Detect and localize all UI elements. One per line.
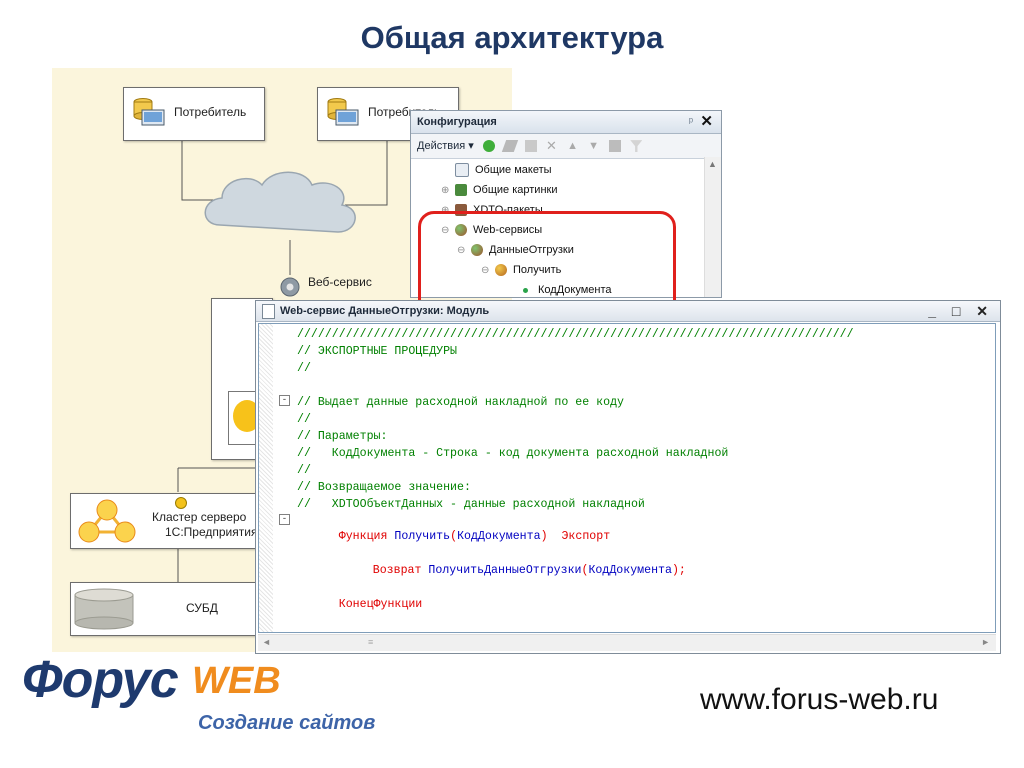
- code-line: // Параметры:: [297, 430, 388, 443]
- document-icon: [262, 304, 275, 319]
- tree-item-common-layouts[interactable]: Общие макеты: [441, 160, 552, 180]
- database-icon: [74, 588, 134, 630]
- filter-icon[interactable]: [630, 140, 643, 153]
- gear-icon: [280, 277, 300, 297]
- code-line: // XDTOОбъектДанных - данные расходной н…: [297, 498, 645, 511]
- horizontal-scrollbar[interactable]: ◄ ≡ ►: [258, 634, 996, 651]
- logo-forus: Форус: [22, 651, 179, 709]
- code-line: // ЭКСПОРТНЫЕ ПРОЦЕДУРЫ: [297, 345, 458, 358]
- editor-gutter: [259, 324, 273, 632]
- cluster-box: Кластер серверо 1С:Предприятия: [70, 493, 272, 549]
- module-window: Web-сервис ДанныеОтгрузки: Модуль _ □ ✕ …: [255, 300, 1001, 654]
- layout-icon: [455, 163, 469, 178]
- code-line: // КодДокумента - Строка - код документа…: [297, 447, 729, 460]
- code-line: // Возвращаемое значение:: [297, 481, 471, 494]
- add-icon[interactable]: [482, 140, 495, 153]
- code-editor[interactable]: ////////////////////////////////////////…: [258, 323, 996, 633]
- consumer-box-1: Потребитель: [123, 87, 265, 141]
- collapse-icon[interactable]: ⊖: [457, 245, 466, 256]
- configuration-toolbar: Действия ▾ ✕ ▲ ▼: [411, 134, 721, 159]
- configuration-title: Конфигурация: [417, 116, 497, 128]
- code-line: ////////////////////////////////////////…: [297, 328, 854, 341]
- scroll-left-icon[interactable]: ◄: [262, 637, 271, 647]
- expand-icon[interactable]: ⊕: [441, 205, 450, 216]
- consumer-label-1: Потребитель: [174, 105, 247, 119]
- delete-icon[interactable]: ✕: [546, 138, 557, 154]
- slide-title: Общая архитектура: [360, 20, 664, 55]
- 1c-cluster-icon: [78, 499, 136, 543]
- dbms-box: СУБД: [70, 582, 272, 636]
- picture-icon: [455, 184, 467, 197]
- fold-toggle[interactable]: -: [279, 514, 290, 525]
- pin-icon[interactable]: ᵖ: [688, 116, 693, 128]
- configuration-panel-titlebar: Конфигурация ᵖ ✕: [411, 111, 721, 134]
- web-service-icon: [455, 224, 467, 237]
- copy-icon[interactable]: [524, 140, 537, 153]
- code-line-end: КонецФункции: [338, 598, 423, 611]
- operation-icon: [495, 264, 507, 277]
- expand-icon[interactable]: ⊕: [441, 185, 450, 196]
- scroll-right-icon[interactable]: ►: [981, 637, 990, 647]
- sort-icon[interactable]: [609, 140, 622, 153]
- cluster-label-line1: Кластер серверо: [152, 510, 247, 524]
- tree-item-web-services[interactable]: ⊖Web-сервисы: [441, 220, 542, 240]
- code-line: //: [297, 362, 311, 375]
- configuration-scrollbar[interactable]: ▲: [704, 157, 721, 297]
- tree-item-document-code[interactable]: КодДокумента: [509, 280, 612, 300]
- play-icon: [175, 497, 187, 509]
- database-computer-icon: [327, 98, 359, 126]
- window-buttons[interactable]: _ □ ✕: [928, 303, 994, 319]
- cluster-label-line2: 1С:Предприятия: [165, 525, 258, 539]
- move-down-icon[interactable]: ▼: [588, 140, 600, 153]
- tree-item-common-pictures[interactable]: ⊕Общие картинки: [441, 180, 558, 200]
- collapse-icon[interactable]: ⊖: [441, 225, 450, 236]
- database-computer-icon: [133, 98, 165, 126]
- tree-item-shipment-data[interactable]: ⊖ДанныеОтгрузки: [457, 240, 574, 260]
- module-window-titlebar: Web-сервис ДанныеОтгрузки: Модуль _ □ ✕: [256, 301, 1000, 322]
- collapse-icon[interactable]: ⊖: [481, 265, 490, 276]
- web-service-label: Веб-сервис: [308, 275, 372, 289]
- scroll-thumb-icon[interactable]: ≡: [368, 637, 374, 647]
- actions-menu[interactable]: Действия ▾: [417, 140, 474, 152]
- code-line-return: Возврат ПолучитьДанныеОтгрузки(КодДокуме…: [372, 564, 686, 577]
- dbms-label: СУБД: [186, 601, 218, 615]
- move-up-icon[interactable]: ▲: [567, 140, 578, 153]
- close-icon[interactable]: ✕: [700, 113, 713, 130]
- web-service-icon: [471, 244, 483, 257]
- logo-web: WEB: [192, 660, 281, 702]
- code-line: //: [297, 413, 311, 426]
- scroll-up-icon[interactable]: ▲: [708, 159, 717, 169]
- edit-icon[interactable]: [501, 140, 519, 153]
- code-line: // Выдает данные расходной накладной по …: [297, 396, 624, 409]
- footer-url[interactable]: www.forus-web.ru: [700, 683, 939, 716]
- module-window-title: Web-сервис ДанныеОтгрузки: Модуль: [280, 305, 490, 317]
- tree-item-get-operation[interactable]: ⊖Получить: [481, 260, 561, 280]
- code-line-function: Функция Получить(КодДокумента) Экспорт: [338, 530, 611, 543]
- parameter-icon: [523, 287, 528, 293]
- code-line: //: [297, 464, 311, 477]
- fold-toggle[interactable]: -: [279, 395, 290, 406]
- logo-tagline: Создание сайтов: [198, 712, 376, 734]
- cloud-icon: [204, 171, 356, 233]
